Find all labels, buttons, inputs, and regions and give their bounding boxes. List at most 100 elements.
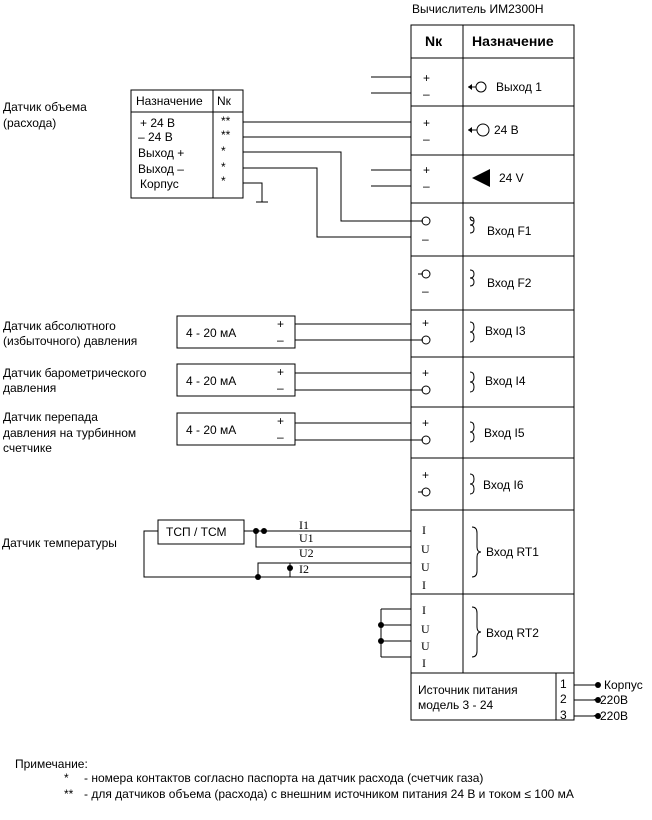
brace-icon <box>469 269 475 287</box>
i5-label: Вход I5 <box>484 426 525 440</box>
svg-text:+: + <box>422 468 429 482</box>
input-jack-icon <box>421 335 431 345</box>
svg-text:I: I <box>422 523 426 537</box>
svg-text:+: + <box>422 316 429 330</box>
i4-label: Вход I4 <box>485 374 526 388</box>
brace-icon <box>469 371 475 393</box>
svg-text:I: I <box>422 578 426 592</box>
power-label-1: Источник питания <box>418 683 518 697</box>
computer-row-i5: + Вход I5 <box>418 416 525 445</box>
brace-icon <box>469 473 475 495</box>
computer-row-i6: + Вход I6 <box>418 468 524 497</box>
svg-text:Nк: Nк <box>217 94 232 108</box>
power-label-2: модель 3 - 24 <box>418 698 494 712</box>
svg-text:–: – <box>423 87 430 101</box>
svg-text:3: 3 <box>560 708 567 722</box>
svg-text:(избыточного) давления: (избыточного) давления <box>3 334 137 348</box>
svg-text:4 - 20 мА: 4 - 20 мА <box>186 326 236 340</box>
svg-text:U1: U1 <box>299 531 314 545</box>
svg-text:Датчик перепада: Датчик перепада <box>3 410 98 424</box>
svg-text:4 - 20 мА: 4 - 20 мА <box>186 374 236 388</box>
temp-sensor-box <box>157 519 245 545</box>
svg-text:–: – <box>277 333 284 347</box>
computer-row-i3: + Вход I3 <box>418 316 526 345</box>
computer-block <box>410 24 575 674</box>
svg-text:давления на турбинном: давления на турбинном <box>3 426 136 440</box>
computer-row-separators <box>411 57 574 595</box>
computer-row-f2: – Вход F2 <box>418 269 532 298</box>
note-2: - для датчиков объема (расхода) с внешни… <box>84 787 574 801</box>
output-jack-icon <box>475 81 487 93</box>
input-jack-icon <box>421 385 431 395</box>
svg-text:I: I <box>422 603 426 617</box>
power-supply-block <box>410 672 575 721</box>
svg-text:U: U <box>421 560 430 574</box>
svg-text:*: * <box>221 144 226 158</box>
input-jack-icon <box>421 216 431 226</box>
temp-wire-labels: I1 U1 U2 I2 <box>299 518 314 576</box>
flow-sensor-table <box>130 89 244 199</box>
svg-text:+: + <box>423 163 430 177</box>
svg-text:U: U <box>421 622 430 636</box>
rt1-label: Вход RT1 <box>486 545 539 559</box>
computer-row-24v: + – 24 V <box>423 163 524 193</box>
brace-icon <box>471 526 482 578</box>
f1-label: Вход F1 <box>487 224 532 238</box>
brace-icon <box>469 321 475 343</box>
svg-text:Датчик барометрического: Датчик барометрического <box>3 366 147 380</box>
out-24v-label: 24 В <box>494 123 519 137</box>
computer-col-purpose: Назначение <box>472 33 554 49</box>
svg-text:*: * <box>64 771 69 785</box>
svg-text:–: – <box>423 132 430 146</box>
svg-text:Датчик абсолютного: Датчик абсолютного <box>3 319 116 333</box>
svg-text:–: – <box>422 284 429 298</box>
computer-row-rt2: I U U I Вход RT2 <box>421 603 539 670</box>
brace-icon <box>471 606 482 658</box>
svg-text:Выход +: Выход + <box>138 146 184 160</box>
svg-text:– 24 В: – 24 В <box>138 130 173 144</box>
svg-text:I: I <box>422 656 426 670</box>
temp-sensor-title: Датчик температуры <box>2 536 117 550</box>
svg-text:Назначение: Назначение <box>136 94 203 108</box>
svg-text:Выход –: Выход – <box>138 162 184 176</box>
svg-text:+ 24 В: + 24 В <box>140 116 175 130</box>
svg-text:+: + <box>422 366 429 380</box>
power-terminals <box>574 682 601 719</box>
terminal-220-1: ~220В <box>593 693 628 707</box>
svg-text:–: – <box>423 179 430 193</box>
input-jack-icon <box>421 269 431 279</box>
terminal-ground: Корпус <box>604 678 643 692</box>
input-jack-icon <box>421 435 431 445</box>
svg-text:2: 2 <box>560 692 567 706</box>
svg-text:1: 1 <box>560 677 567 691</box>
svg-text:U: U <box>421 542 430 556</box>
svg-text:+: + <box>277 317 284 331</box>
i6-label: Вход I6 <box>483 478 524 492</box>
brace-icon <box>469 216 475 234</box>
rt2-label: Вход RT2 <box>486 626 539 640</box>
svg-text:4 - 20 мА: 4 - 20 мА <box>186 423 236 437</box>
svg-text:+: + <box>277 414 284 428</box>
terminal-220-2: ~220В <box>593 709 628 723</box>
svg-text:Корпус: Корпус <box>140 177 179 191</box>
pressure-sensor-diff: Датчик перепада давления на турбинном сч… <box>3 410 296 455</box>
svg-text:–: – <box>277 430 284 444</box>
temp-sensor-box-label: ТСП / ТСМ <box>166 525 226 539</box>
input-jack-icon <box>421 487 431 497</box>
computer-row-f1: – Вход F1 <box>418 216 532 246</box>
flow-sensor-title-1: Датчик объема <box>3 100 87 114</box>
computer-row-rt1: I U U I Вход RT1 <box>421 523 539 592</box>
wiring <box>143 76 418 658</box>
pressure-sensor-abs: Датчик абсолютного (избыточного) давлени… <box>3 315 296 349</box>
svg-text:*: * <box>221 160 226 174</box>
svg-text:I2: I2 <box>299 562 309 576</box>
f2-label: Вход F2 <box>487 276 532 290</box>
i3-label: Вход I3 <box>485 324 526 338</box>
computer-row-i4: + Вход I4 <box>418 366 526 395</box>
svg-text:+: + <box>423 116 430 130</box>
svg-text:**: ** <box>64 787 74 801</box>
svg-text:счетчике: счетчике <box>3 441 52 455</box>
svg-text:U: U <box>421 639 430 653</box>
svg-text:+: + <box>422 416 429 430</box>
